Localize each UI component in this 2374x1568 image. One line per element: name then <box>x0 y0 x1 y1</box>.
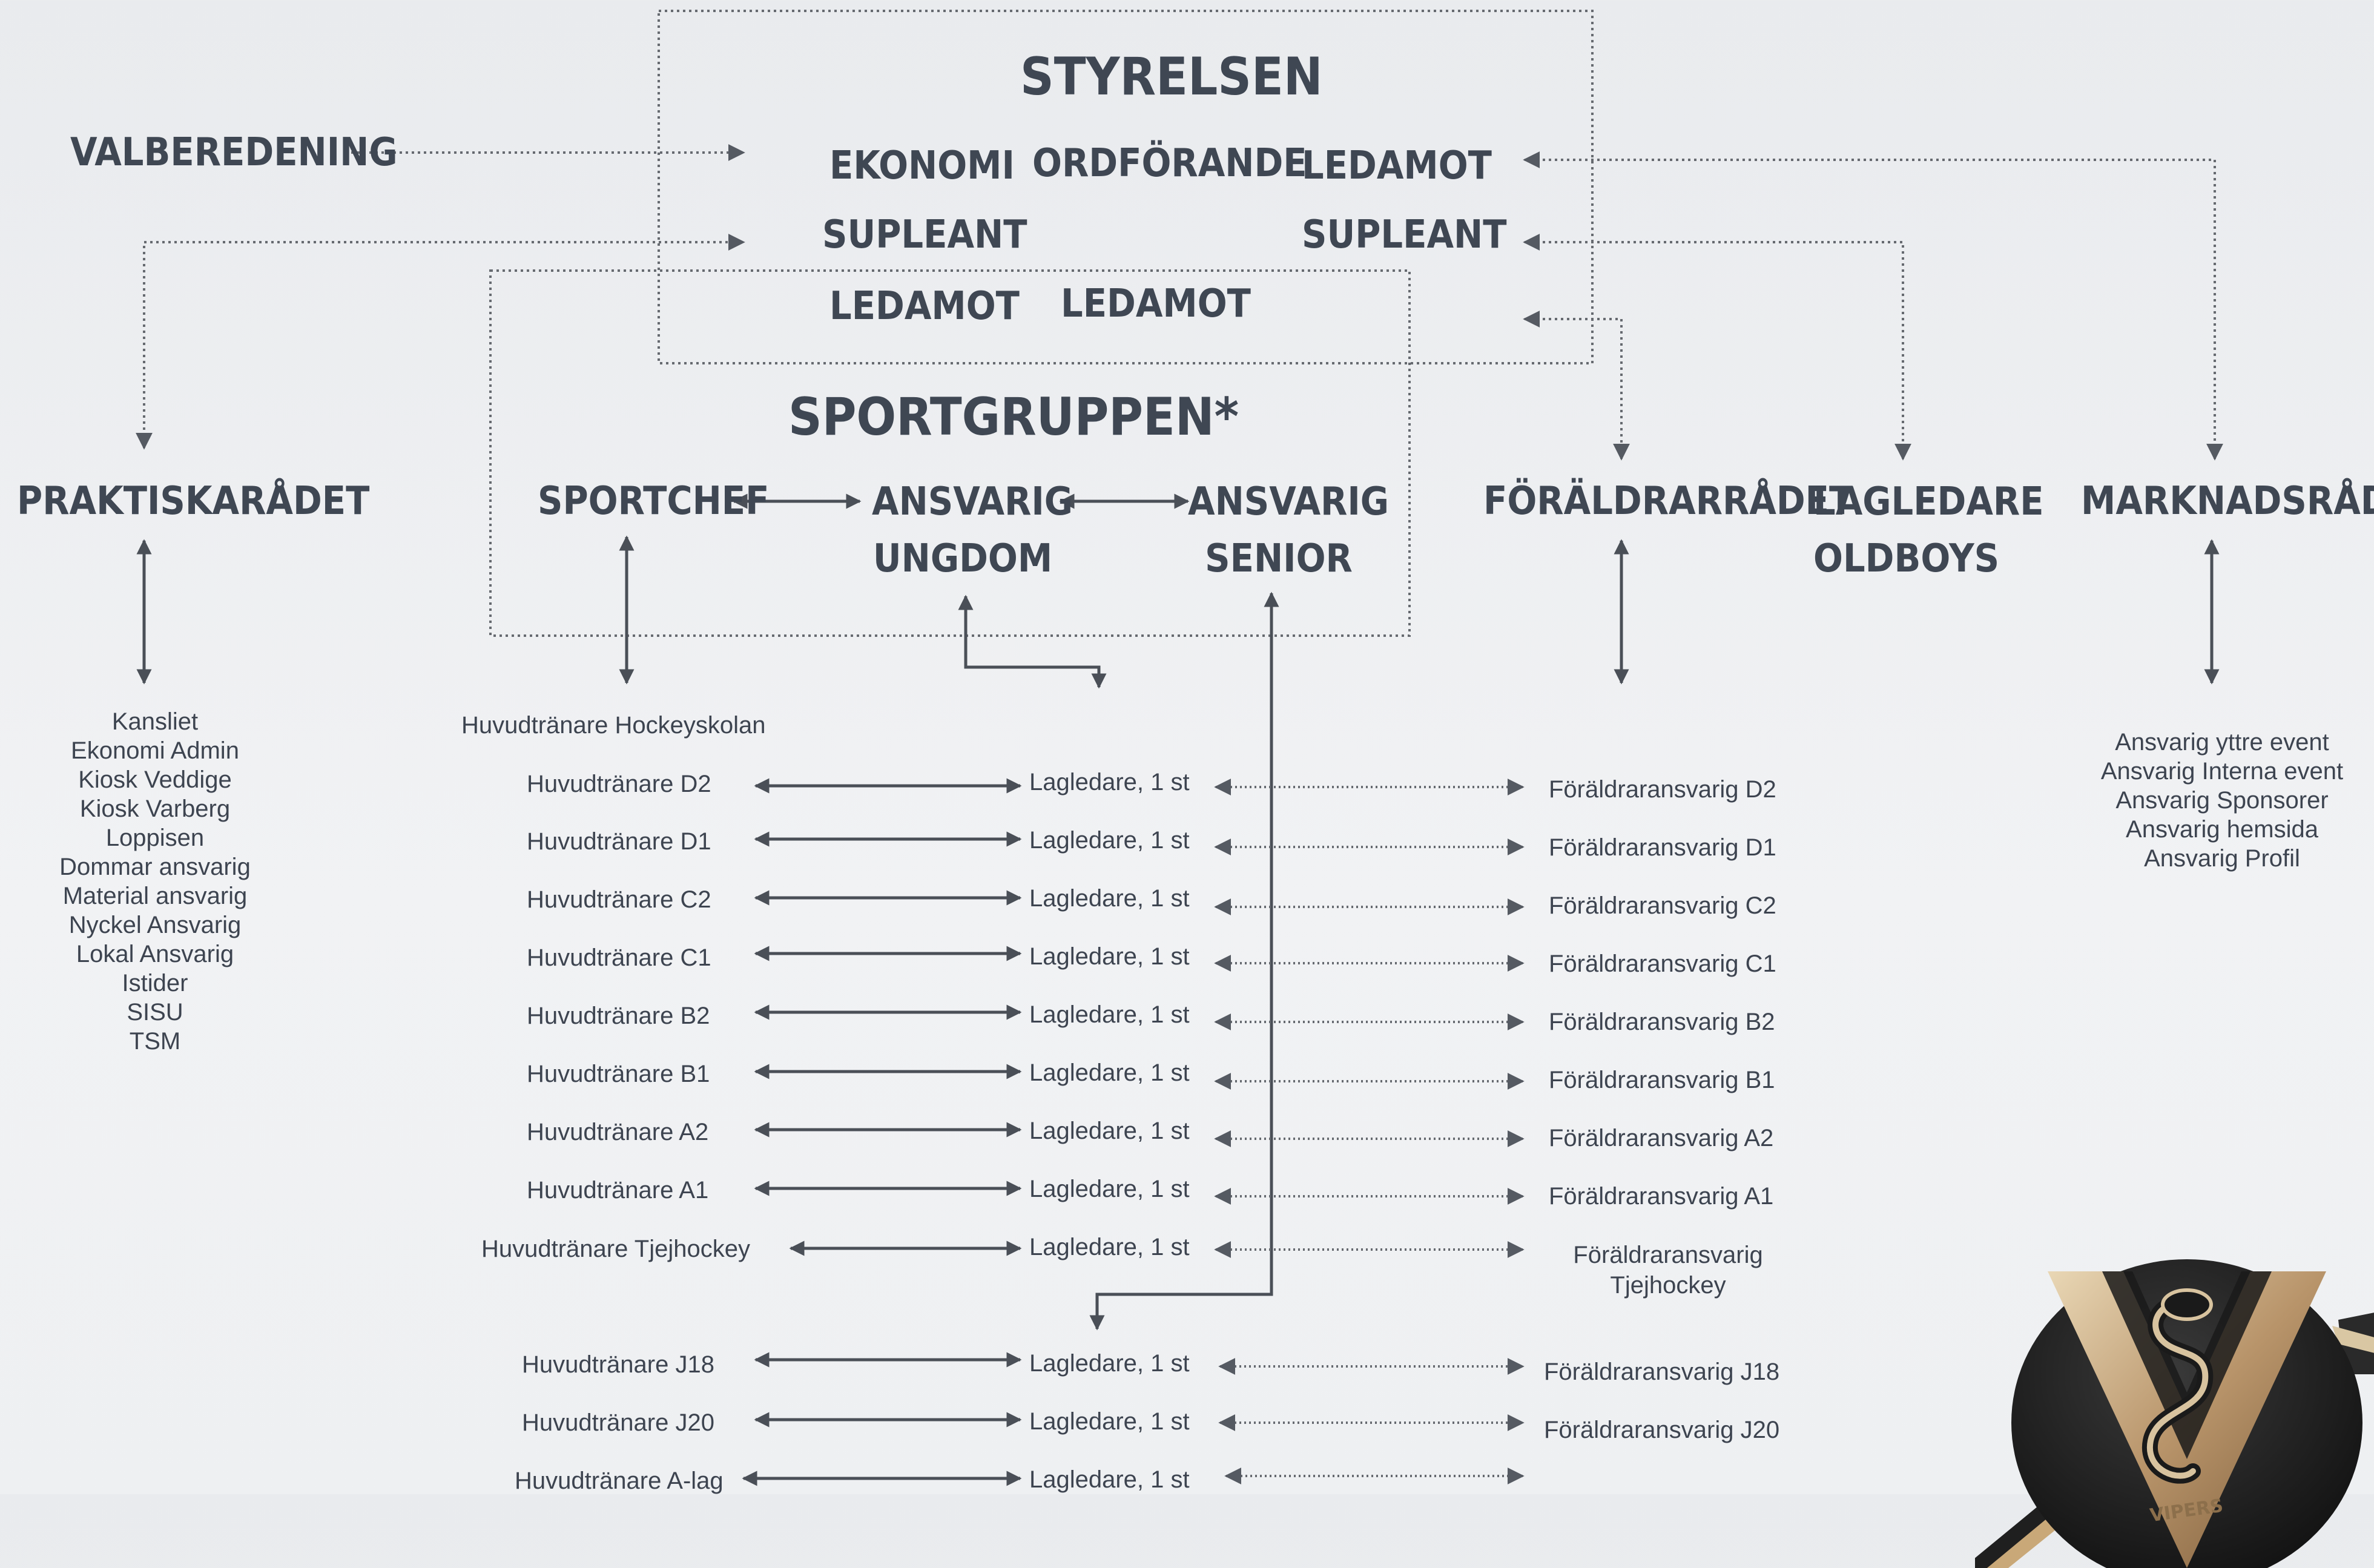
board-role-supleant-2: SUPLEANT <box>1302 212 1507 257</box>
board-role-ekonomi: EKONOMI <box>829 143 1015 188</box>
coach-b2: Huvudtränare B2 <box>527 1003 710 1029</box>
list-item: Istider <box>122 970 188 996</box>
manager-tjejhockey: Lagledare, 1 st <box>1029 1234 1190 1260</box>
coach-c2: Huvudtränare C2 <box>527 886 711 913</box>
oldboys-board-arrow <box>1523 234 1911 461</box>
board-role-ledamot-2: LEDAMOT <box>829 284 1020 329</box>
board-role-ledamot-1: LEDAMOT <box>1302 143 1492 188</box>
parent-tjej-line-2: Tjejhockey <box>1610 1272 1726 1299</box>
list-item: Ansvarig Interna event <box>2100 758 2344 785</box>
board-role-ordforande: ORDFÖRANDE <box>1032 141 1307 186</box>
senior-line-1: ANSVARIG <box>1188 479 1389 524</box>
parent-tjejhockey: Föräldraransvarig Tjejhockey <box>1517 1240 1819 1300</box>
parent-c1: Föräldraransvarig C1 <box>1549 950 1776 977</box>
list-item: Ansvarig yttre event <box>2115 729 2329 756</box>
board-title: STYRELSEN <box>1020 47 1323 107</box>
parent-a2: Föräldraransvarig A2 <box>1549 1125 1774 1151</box>
list-item: Loppisen <box>105 825 205 851</box>
coach-j18: Huvudtränare J18 <box>522 1351 714 1378</box>
valberedning-label: VALBEREDENING <box>70 130 398 175</box>
coach-d2: Huvudtränare D2 <box>527 771 711 797</box>
list-item: TSM <box>129 1028 181 1055</box>
oldboys-line-2: OLDBOYS <box>1813 536 2000 581</box>
youth-responsible: ANSVARIG UNGDOM <box>872 473 1073 587</box>
manager-b2: Lagledare, 1 st <box>1029 1001 1190 1028</box>
list-item: Dommar ansvarig <box>59 854 251 880</box>
list-item: Kiosk Varberg <box>79 796 231 822</box>
manager-a1: Lagledare, 1 st <box>1029 1176 1190 1202</box>
list-item: Ansvarig hemsida <box>2126 816 2318 843</box>
sportchef-label: SPORTCHEF <box>538 479 770 524</box>
parent-b2: Föräldraransvarig B2 <box>1549 1009 1775 1035</box>
praktisk-board-arrow <box>136 234 745 450</box>
parent-a1: Föräldraransvarig A1 <box>1549 1183 1774 1210</box>
list-item: Material ansvarig <box>62 883 248 909</box>
coach-d1: Huvudtränare D1 <box>527 828 711 855</box>
list-item: SISU <box>127 999 183 1026</box>
sportgroup-box <box>489 269 1411 637</box>
praktiskaradet-label: PRAKTISKARÅDET <box>17 479 370 524</box>
coach-alag: Huvudtränare A-lag <box>515 1468 724 1494</box>
list-item: Lokal Ansvarig <box>76 941 234 967</box>
cobra-v-logo: VIPERS <box>1975 1259 2374 1568</box>
list-item: Ansvarig Sponsorer <box>2115 787 2329 814</box>
coach-c1: Huvudtränare C1 <box>527 944 711 971</box>
parent-tjej-line-1: Föräldraransvarig <box>1573 1242 1763 1268</box>
youth-line-1: ANSVARIG <box>872 479 1073 524</box>
list-item: Nyckel Ansvarig <box>68 912 242 938</box>
board-role-supleant-1: SUPLEANT <box>822 212 1027 257</box>
senior-line-2: SENIOR <box>1205 536 1353 581</box>
marknad-list: Ansvarig yttre event Ansvarig Interna ev… <box>2071 728 2373 873</box>
list-item: Ekonomi Admin <box>71 737 239 764</box>
parent-b1: Föräldraransvarig B1 <box>1549 1067 1775 1093</box>
coach-a2: Huvudtränare A2 <box>527 1119 709 1145</box>
manager-j18: Lagledare, 1 st <box>1029 1350 1190 1377</box>
parent-d1: Föräldraransvarig D1 <box>1549 834 1776 861</box>
coach-j20: Huvudtränare J20 <box>522 1409 714 1436</box>
youth-line-2: UNGDOM <box>872 536 1053 581</box>
manager-d2: Lagledare, 1 st <box>1029 769 1190 796</box>
list-item: Ansvarig Profil <box>2144 845 2300 872</box>
parent-j18: Föräldraransvarig J18 <box>1544 1359 1780 1385</box>
manager-c2: Lagledare, 1 st <box>1029 885 1190 912</box>
youth-teams-arrow <box>958 595 1107 689</box>
marknadsradet-label: MARKNADSRÅDET <box>2081 479 2374 524</box>
lagledare-oldboys-label: LAGLEDARE OLDBOYS <box>1813 473 2044 587</box>
senior-teams-arrow <box>1089 591 1279 1331</box>
manager-j20: Lagledare, 1 st <box>1029 1408 1190 1435</box>
parent-c2: Föräldraransvarig C2 <box>1549 892 1776 919</box>
senior-responsible: ANSVARIG SENIOR <box>1188 473 1389 587</box>
connector-lines <box>136 10 2223 1486</box>
board-role-ledamot-3: LEDAMOT <box>1061 282 1251 326</box>
manager-a2: Lagledare, 1 st <box>1029 1118 1190 1144</box>
hockeyskolan-coach: Huvudtränare Hockeyskolan <box>461 712 766 739</box>
parent-j20: Föräldraransvarig J20 <box>1544 1417 1780 1443</box>
coach-a1: Huvudtränare A1 <box>527 1177 709 1204</box>
list-item: Kansliet <box>111 708 199 735</box>
sportgroup-title: SPORTGRUPPEN* <box>788 387 1239 447</box>
foraldrarradet-label: FÖRÄLDRARRÅDET <box>1483 479 1853 524</box>
foraldra-board-arrow <box>1523 311 1630 461</box>
manager-c1: Lagledare, 1 st <box>1029 943 1190 970</box>
list-item: Kiosk Veddige <box>78 766 232 793</box>
manager-b1: Lagledare, 1 st <box>1029 1059 1190 1086</box>
marknad-board-arrow <box>1523 151 2223 461</box>
parent-d2: Föräldraransvarig D2 <box>1549 776 1776 803</box>
coach-b1: Huvudtränare B1 <box>527 1061 710 1087</box>
manager-alag: Lagledare, 1 st <box>1029 1466 1190 1493</box>
oldboys-line-1: LAGLEDARE <box>1813 479 2044 524</box>
manager-d1: Lagledare, 1 st <box>1029 827 1190 854</box>
coach-tjejhockey: Huvudtränare Tjejhockey <box>481 1236 750 1262</box>
praktisk-list: Kansliet Ekonomi Admin Kiosk Veddige Kio… <box>34 707 276 1056</box>
